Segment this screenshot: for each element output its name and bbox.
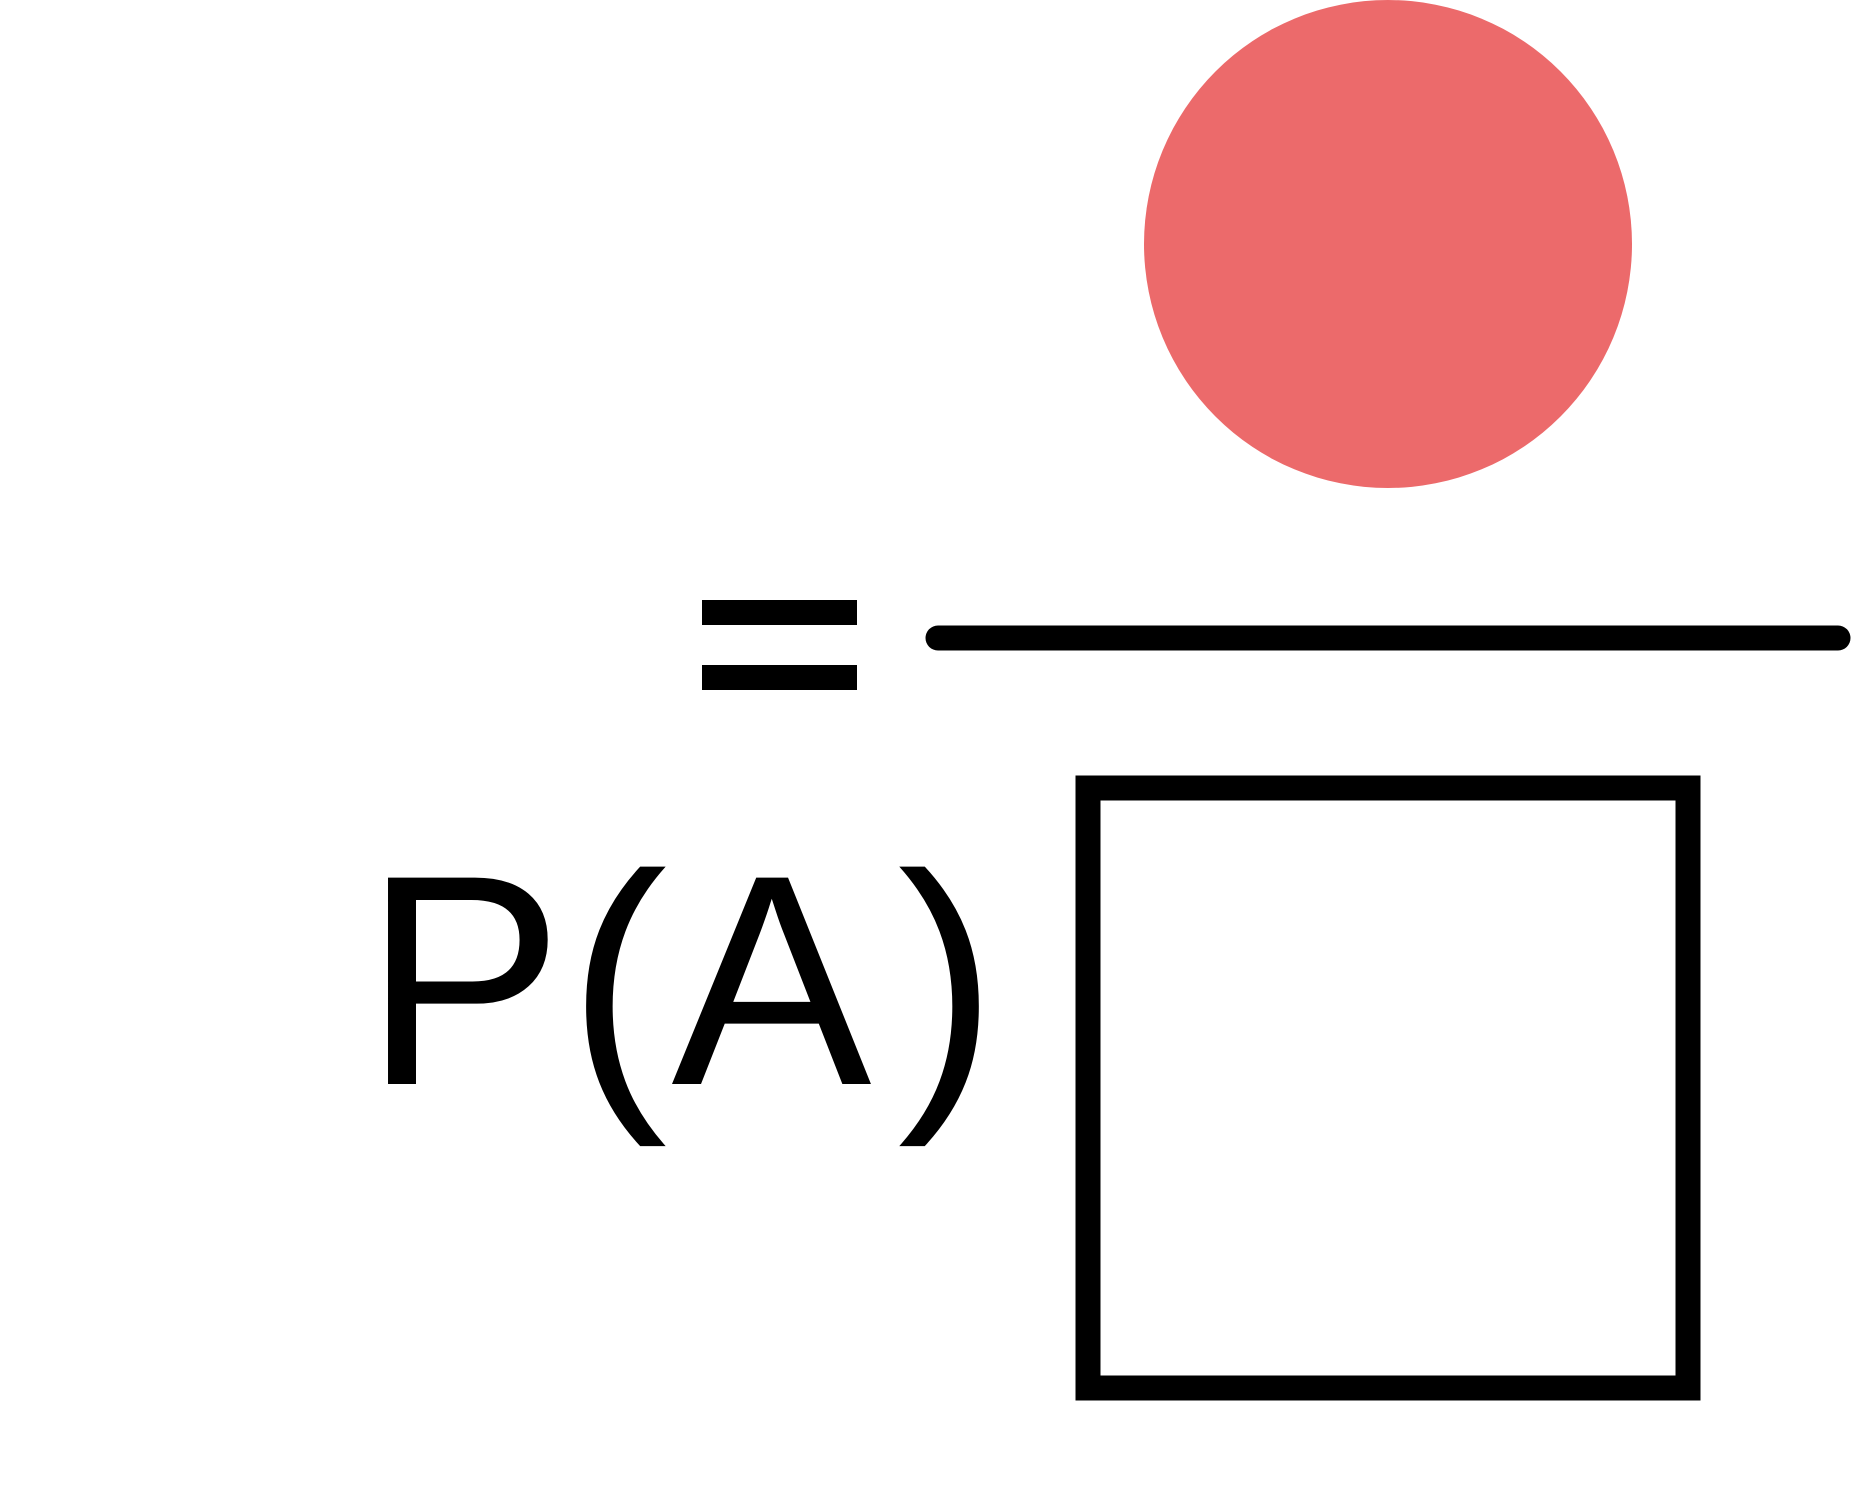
numerator-circle (1144, 0, 1632, 488)
equals-bar-bottom (702, 665, 857, 690)
function-letter: P (363, 812, 568, 1148)
equals-bar-top (702, 600, 857, 625)
close-parenthesis: ) (897, 812, 1002, 1148)
equals-sign (702, 600, 857, 692)
open-parenthesis: ( (567, 812, 672, 1148)
fraction-shapes (925, 0, 1851, 1401)
denominator-square (1075, 775, 1701, 1401)
probability-diagram: P(A) (14, 0, 1851, 1401)
formula-left-side: P(A) (14, 470, 1001, 1148)
event-letter: A (671, 812, 876, 1148)
